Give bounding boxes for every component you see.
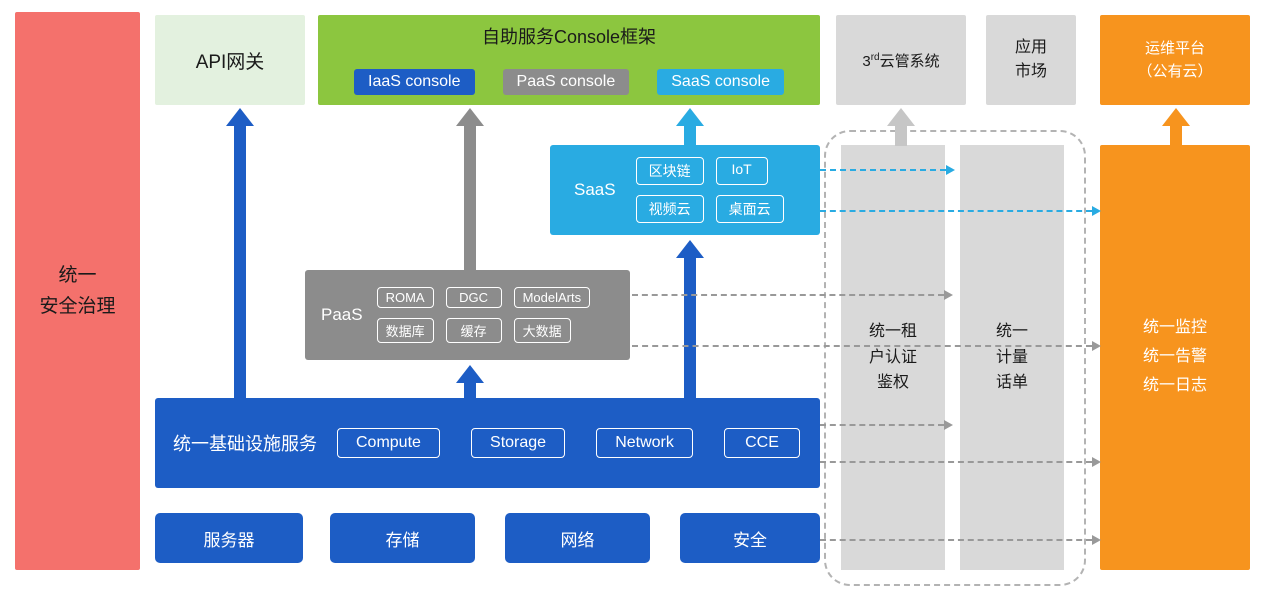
- paas-service-cache: 缓存: [445, 318, 502, 343]
- app-market-box: 应用 市场: [986, 15, 1076, 105]
- unified-metering-bar: 统一 计量 话单: [960, 145, 1064, 570]
- ops-platform-public-cloud-box: 运维平台 （公有云）: [1100, 15, 1250, 105]
- paas-service-database: 数据库: [376, 318, 434, 343]
- paas-services: ROMA DGC ModelArts 数据库 缓存 大数据: [376, 287, 620, 343]
- infrastructure-block: 统一基础设施服务 Compute Storage Network CCE: [155, 398, 820, 488]
- saas-block: SaaS 区块链 IoT 视频云 桌面云: [550, 145, 820, 235]
- hardware-network-box: 网络: [505, 513, 650, 563]
- paas-service-roma: ROMA: [376, 287, 434, 308]
- hardware-security-box: 安全: [680, 513, 820, 563]
- unified-tenant-auth-bar: 统一租 户认证 鉴权: [841, 145, 945, 570]
- infra-service-storage: Storage: [471, 428, 566, 458]
- paas-service-modelarts: ModelArts: [513, 287, 591, 308]
- paas-console-pill: PaaS console: [502, 69, 630, 95]
- self-service-console-frame: 自助服务Console框架 IaaS console PaaS console …: [318, 15, 820, 105]
- saas-console-pill: SaaS console: [657, 69, 784, 95]
- paas-service-dgc: DGC: [445, 287, 502, 308]
- unified-monitoring-box: 统一监控 统一告警 统一日志: [1100, 145, 1250, 570]
- api-gateway-box: API网关: [155, 15, 305, 105]
- third-party-cloud-mgmt-box: 3rd云管系统: [836, 15, 966, 105]
- saas-service-desktop-cloud: 桌面云: [715, 195, 784, 223]
- saas-service-iot: IoT: [715, 157, 768, 185]
- console-frame-title: 自助服务Console框架: [481, 27, 657, 47]
- shared-services-dashed-container: [824, 130, 1086, 586]
- infra-service-network: Network: [596, 428, 693, 458]
- unified-security-governance-bar: 统一 安全治理: [15, 12, 140, 570]
- saas-service-blockchain: 区块链: [635, 157, 704, 185]
- paas-block: PaaS ROMA DGC ModelArts 数据库 缓存 大数据: [305, 270, 630, 360]
- infra-service-compute: Compute: [337, 428, 440, 458]
- paas-label: PaaS: [321, 305, 363, 324]
- console-pill-row: IaaS console PaaS console SaaS console: [354, 69, 784, 95]
- hardware-storage-box: 存储: [330, 513, 475, 563]
- infrastructure-services: Compute Storage Network CCE: [337, 428, 806, 458]
- paas-service-bigdata: 大数据: [513, 318, 571, 343]
- iaas-console-pill: IaaS console: [354, 69, 475, 95]
- hardware-server-box: 服务器: [155, 513, 303, 563]
- saas-services: 区块链 IoT 视频云 桌面云: [635, 157, 806, 223]
- infra-service-cce: CCE: [723, 428, 800, 458]
- infrastructure-label: 统一基础设施服务: [173, 434, 317, 454]
- third-party-label: 3rd云管系统: [862, 51, 940, 70]
- saas-label: SaaS: [574, 180, 616, 199]
- saas-service-video-cloud: 视频云: [635, 195, 704, 223]
